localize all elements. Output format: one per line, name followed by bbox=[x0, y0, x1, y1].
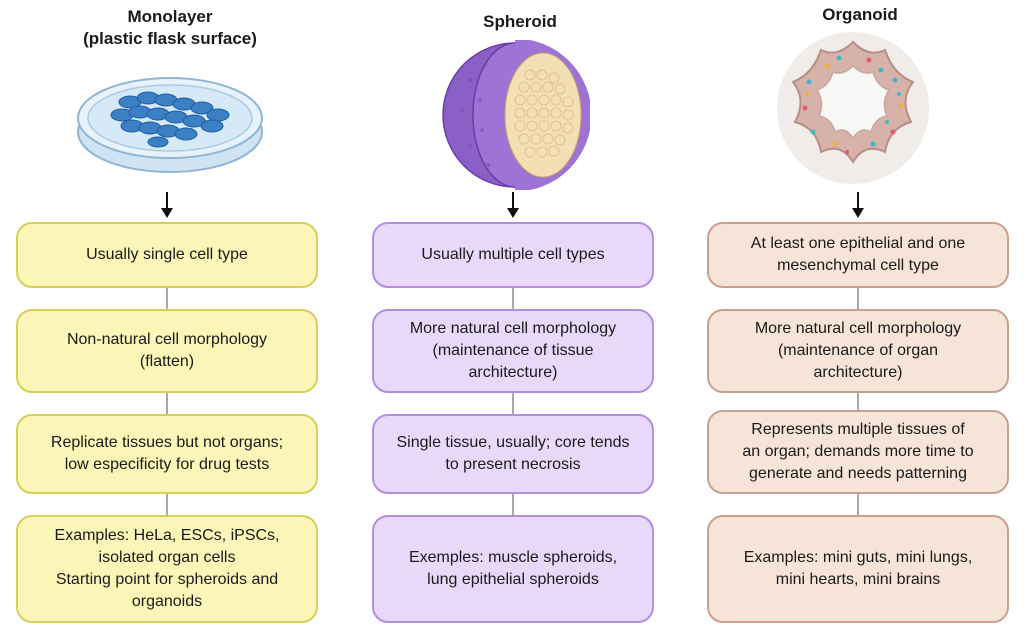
monolayer-title: Monolayer (plastic flask surface) bbox=[83, 7, 257, 48]
connector-line bbox=[166, 287, 168, 310]
organoid-illustration bbox=[777, 32, 929, 184]
spheroid-box-examples: Exemples: muscle spheroids, lung epithel… bbox=[372, 515, 654, 623]
organoid-title: Organoid bbox=[822, 5, 898, 24]
connector-line bbox=[857, 392, 859, 415]
organoid-box-tissues: Represents multiple tissues of an organ;… bbox=[707, 410, 1009, 494]
connector-line bbox=[857, 493, 859, 516]
connector-line bbox=[512, 287, 514, 310]
connector-line bbox=[166, 493, 168, 516]
connector-line bbox=[857, 287, 859, 310]
monolayer-box-tissues: Replicate tissues but not organs; low es… bbox=[16, 414, 318, 494]
organoid-box-examples: Examples: mini guts, mini lungs, mini he… bbox=[707, 515, 1009, 623]
monolayer-box-morphology: Non-natural cell morphology (flatten) bbox=[16, 309, 318, 393]
spheroid-box-cell-type: Usually multiple cell types bbox=[372, 222, 654, 288]
connector-line bbox=[512, 392, 514, 415]
connector-line bbox=[512, 493, 514, 516]
organoid-box-morphology: More natural cell morphology (maintenanc… bbox=[707, 309, 1009, 393]
petri-dish-illustration bbox=[77, 77, 263, 173]
spheroid-illustration bbox=[442, 40, 590, 190]
down-arrow-icon bbox=[507, 192, 519, 218]
spheroid-title: Spheroid bbox=[483, 12, 557, 31]
monolayer-box-cell-type: Usually single cell type bbox=[16, 222, 318, 288]
spheroid-box-tissue: Single tissue, usually; core tends to pr… bbox=[372, 414, 654, 494]
spheroid-box-morphology: More natural cell morphology (maintenanc… bbox=[372, 309, 654, 393]
down-arrow-icon bbox=[161, 192, 173, 218]
down-arrow-icon bbox=[852, 192, 864, 218]
organoid-box-cell-type: At least one epithelial and one mesenchy… bbox=[707, 222, 1009, 288]
monolayer-box-examples: Examples: HeLa, ESCs, iPSCs, isolated or… bbox=[16, 515, 318, 623]
connector-line bbox=[166, 392, 168, 415]
